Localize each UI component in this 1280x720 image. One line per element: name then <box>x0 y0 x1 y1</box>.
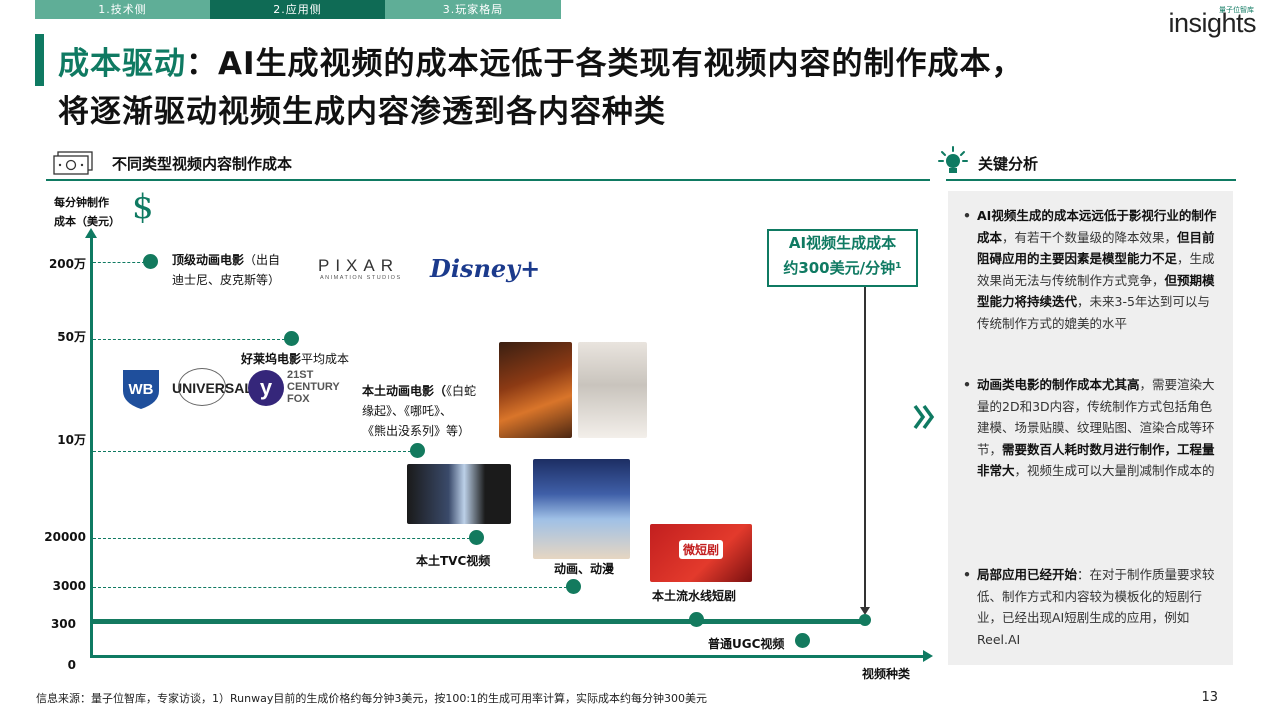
analysis-header: 关键分析 <box>978 155 1039 173</box>
label-tvc: 本土TVC视频 <box>416 554 491 568</box>
brand-subtitle: 量子位智库 <box>1219 6 1254 14</box>
white-snake-poster-image <box>578 342 647 438</box>
short-drama-badge: 微短剧 <box>679 540 724 559</box>
lightbulb-icon <box>937 146 969 180</box>
source-note: 信息来源：量子位智库，专家访谈，1）Runway目前的生成价格约每分钟3美元，按… <box>36 692 708 705</box>
y-axis-arrow <box>85 228 97 238</box>
label-short-drama: 本土流水线短剧 <box>652 589 737 603</box>
point-anime <box>566 579 581 594</box>
point-ugc <box>795 633 810 648</box>
analysis-panel <box>948 191 1233 665</box>
point-top-animation <box>143 254 158 269</box>
label-ugc: 普通UGC视频 <box>708 637 785 651</box>
fox-logo-mark: y <box>248 370 284 406</box>
pixar-logo: PIXAR <box>318 256 400 275</box>
universal-globe-icon <box>178 368 226 406</box>
y-axis <box>90 235 93 658</box>
disney-plus-logo: Disney+ <box>430 254 541 283</box>
y-tick-0: 0 <box>67 658 76 672</box>
warner-bros-logo: WB <box>120 367 162 415</box>
point-tvc <box>469 530 484 545</box>
title-accent: 成本驱动 <box>58 46 186 82</box>
label-local-animation: 本土动画电影（《白蛇缘起》、《哪吒》、《熊出没系列》等） <box>362 384 477 438</box>
guide-20000 <box>93 538 470 539</box>
analysis-bullet-1: •AI视频生成的成本远远低于影视行业的制作成本，有若干个数量级的降本效果，但目前… <box>963 208 1217 331</box>
page-title: 成本驱动：AI生成视频的成本远低于各类现有视频内容的制作成本， <box>58 38 1024 83</box>
guide-2m <box>93 262 145 263</box>
money-icon <box>52 150 96 180</box>
title-accent-bar <box>35 34 44 86</box>
tab-application[interactable]: 2.应用侧 <box>210 0 385 19</box>
point-ai <box>859 614 871 626</box>
universal-logo: UNIVERSAL <box>172 380 253 396</box>
pixar-subtitle: ANIMATION STUDIOS <box>320 275 402 281</box>
point-short-drama <box>689 612 704 627</box>
x-axis-title: 视频种类 <box>862 667 911 681</box>
x-axis <box>90 655 925 658</box>
analysis-header-rule <box>946 179 1236 181</box>
ai-cost-box: AI视频生成成本 约300美元/分钟¹ <box>767 229 918 287</box>
guide-500k <box>93 339 285 340</box>
ai-connector-arrow <box>860 607 870 615</box>
title-line1: ：AI生成视频的成本远低于各类现有视频内容的制作成本， <box>186 46 1024 82</box>
anime-image <box>533 459 630 559</box>
x-axis-arrow <box>923 650 933 662</box>
point-hollywood <box>284 331 299 346</box>
nezha-poster-image <box>499 342 572 438</box>
tvc-camera-image <box>407 464 511 524</box>
y-axis-title: 每分钟制作 成本（美元） <box>54 196 120 228</box>
tab-players[interactable]: 3.玩家格局 <box>385 0 561 19</box>
chevron-right-icon <box>912 404 936 434</box>
page-title-line2: 将逐渐驱动视频生成内容渗透到各内容种类 <box>58 94 666 130</box>
ai-connector <box>864 284 866 608</box>
chart-header-rule <box>46 179 930 181</box>
dollar-icon: $ <box>132 187 154 227</box>
y-tick-3000: 3000 <box>52 579 86 593</box>
y-tick-500k: 50万 <box>57 330 86 344</box>
tab-tech[interactable]: 1.技术侧 <box>35 0 210 19</box>
label-hollywood: 好莱坞电影平均成本 <box>241 352 350 366</box>
brand-logo: insights <box>1168 8 1256 38</box>
y-tick-20000: 20000 <box>44 530 86 544</box>
page-number: 13 <box>1201 690 1218 705</box>
y-tick-100k: 10万 <box>57 433 86 447</box>
chart-header: 不同类型视频内容制作成本 <box>112 155 293 173</box>
label-anime: 动画、动漫 <box>554 562 615 576</box>
ai-cost-line <box>93 619 868 624</box>
wb-logo-text: WB <box>129 381 154 398</box>
y-tick-2m: 200万 <box>48 257 86 271</box>
guide-3000 <box>93 587 567 588</box>
analysis-bullet-3: •局部应用已经开始：在对于制作质量要求较低、制作方式和内容较为模板化的短剧行业，… <box>963 567 1215 647</box>
analysis-bullet-2: •动画类电影的制作成本尤其高，需要渲染大量的2D和3D内容，传统制作方式包括角色… <box>963 377 1215 478</box>
point-local-animation <box>410 443 425 458</box>
y-tick-300: 300 <box>50 617 76 631</box>
guide-100k <box>93 451 411 452</box>
label-top-animation: 顶级动画电影（出自迪士尼、皮克斯等） <box>172 253 281 287</box>
